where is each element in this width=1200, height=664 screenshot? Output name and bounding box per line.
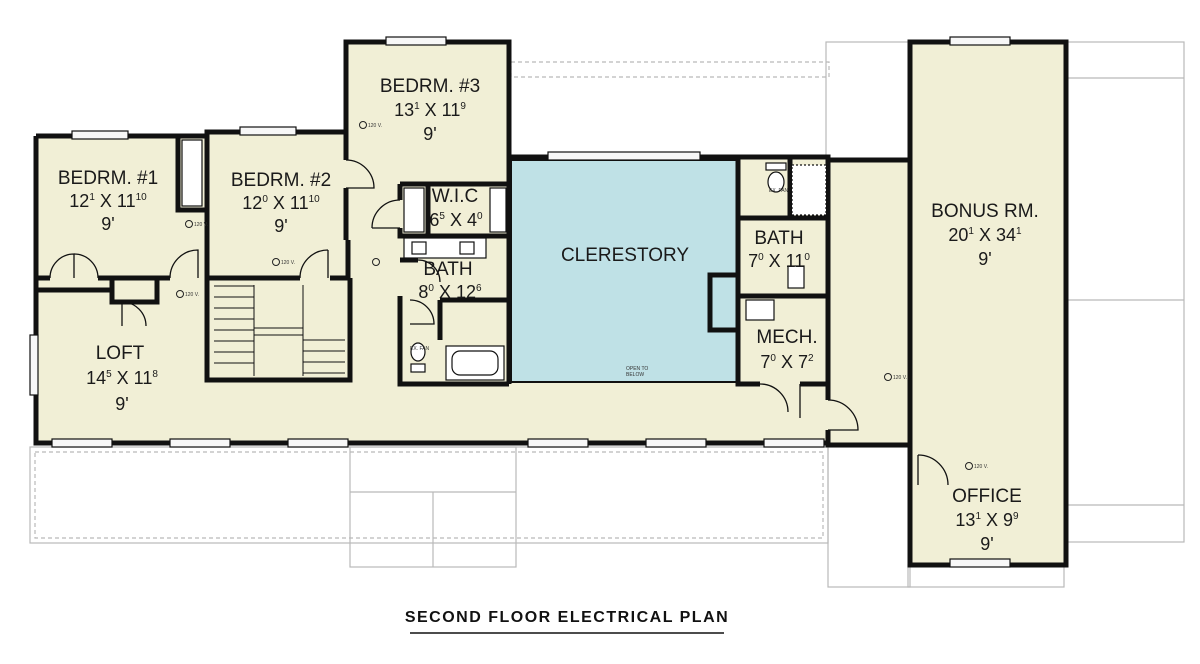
- room-dimensions: 70 X 72: [760, 352, 814, 372]
- open-to-below-note-1: OPEN TO: [626, 366, 648, 372]
- shower: [791, 164, 827, 216]
- room-name: MECH.: [756, 327, 817, 348]
- room-bonus: BONUS RM. 201 X 341 9': [931, 201, 1039, 269]
- porch-outlines: [29, 41, 1185, 588]
- electrical-symbols: [176, 121, 973, 470]
- svg-text:120 V.: 120 V.: [281, 260, 295, 266]
- sink-right: [459, 241, 475, 255]
- room-dimensions: 145 X 118: [86, 368, 158, 388]
- room-height: 9': [423, 124, 436, 144]
- room-dimensions: 120 X 1110: [242, 193, 320, 213]
- plan-title: SECOND FLOOR ELECTRICAL PLAN: [405, 609, 729, 626]
- room-mech: MECH. 70 X 72: [756, 327, 817, 372]
- room-wic: W.I.C 65 X 40: [429, 186, 483, 230]
- room-height: 9': [115, 394, 128, 414]
- room-name: BATH: [423, 259, 472, 280]
- room-dimensions: 80 X 126: [418, 282, 482, 302]
- open-to-below-note-2: BELOW: [626, 372, 644, 378]
- svg-text:120 V.: 120 V.: [185, 292, 199, 298]
- room-name: W.I.C: [432, 186, 478, 207]
- room-name: OFFICE: [952, 486, 1022, 507]
- doors: [49, 159, 949, 486]
- toilet: [410, 342, 426, 362]
- room-height: 9': [978, 249, 991, 269]
- room-name: LOFT: [96, 343, 145, 364]
- room-bath1: BATH 80 X 126: [418, 259, 482, 302]
- svg-text:120 V.: 120 V.: [368, 123, 382, 129]
- room-height: 9': [980, 534, 993, 554]
- room-bedrm1: BEDRM. #1 121 X 1110 9': [58, 168, 158, 234]
- room-name: BEDRM. #1: [58, 168, 158, 189]
- svg-text:EX. FAN: EX. FAN: [410, 346, 430, 352]
- room-name: BONUS RM.: [931, 201, 1039, 222]
- room-dimensions: 131 X 99: [955, 510, 1019, 530]
- svg-text:120 V.: 120 V.: [893, 375, 907, 381]
- room-loft: LOFT 145 X 118 9': [86, 343, 158, 414]
- room-dimensions: 65 X 40: [429, 210, 483, 230]
- room-name: BEDRM. #3: [380, 76, 480, 97]
- room-dimensions: 201 X 341: [948, 225, 1022, 245]
- floor-fill: [36, 42, 1066, 563]
- room-name: BATH: [754, 228, 803, 249]
- fixture-labels: 120 V. 120 V. 120 V. 120 V. 120 V. 120 V…: [185, 123, 988, 470]
- room-bedrm2: BEDRM. #2 120 X 1110 9': [231, 170, 331, 236]
- stairs: [214, 285, 345, 376]
- room-bath2: BATH 70 X 110: [748, 228, 810, 271]
- room-dimensions: 131 X 119: [394, 100, 466, 120]
- clerestory-fill: [511, 160, 739, 382]
- svg-text:120 V.: 120 V.: [974, 464, 988, 470]
- svg-text:120 V.: 120 V.: [194, 222, 208, 228]
- office-fill: [910, 445, 1066, 563]
- room-office: OFFICE 131 X 99 9': [952, 486, 1022, 554]
- room-name: BEDRM. #2: [231, 170, 331, 191]
- svg-text:EX. FAN: EX. FAN: [769, 188, 789, 194]
- room-name: CLERESTORY: [561, 245, 689, 266]
- room-clerestory: CLERESTORY OPEN TO BELOW: [561, 245, 689, 378]
- sink-left: [411, 241, 427, 255]
- room-height: 9': [274, 216, 287, 236]
- windows: [29, 36, 1011, 568]
- room-height: 9': [101, 214, 114, 234]
- room-dimensions: 121 X 1110: [69, 191, 147, 211]
- room-bedrm3: BEDRM. #3 131 X 119 9': [380, 76, 480, 144]
- room-dimensions: 70 X 110: [748, 251, 810, 271]
- fixtures: [181, 139, 827, 381]
